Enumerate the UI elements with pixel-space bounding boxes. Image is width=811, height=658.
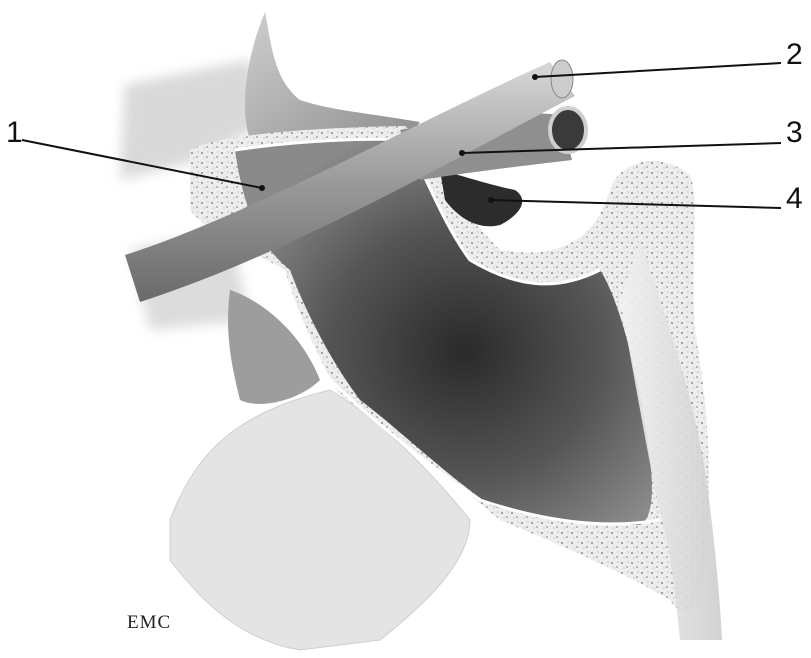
superior-process xyxy=(245,12,420,150)
point-2 xyxy=(532,74,538,80)
leader-line-3 xyxy=(461,142,782,154)
callout-label-2: 2 xyxy=(786,38,803,71)
leader-line-4 xyxy=(490,199,782,209)
posterior-recess xyxy=(440,170,523,227)
callout-label-3: 3 xyxy=(786,116,803,149)
central-cavity xyxy=(235,139,652,526)
point-3 xyxy=(459,150,465,156)
leader-line-2 xyxy=(534,62,782,78)
publisher-watermark: EMC xyxy=(127,612,172,633)
vessel-lumen xyxy=(548,106,588,154)
main-vessel-end xyxy=(550,59,574,99)
point-1 xyxy=(259,185,265,191)
point-4 xyxy=(488,197,494,203)
descending-shaft xyxy=(620,240,722,640)
leader-line-1 xyxy=(21,139,263,189)
leader-points xyxy=(259,74,538,203)
lower-soft-tissue xyxy=(169,389,471,651)
main-vessel xyxy=(125,62,575,302)
cavity-rim-lower xyxy=(268,264,661,526)
leader-lines xyxy=(21,62,782,209)
callout-label-4: 4 xyxy=(786,182,803,215)
callout-label-1: 1 xyxy=(6,116,23,149)
cavity-rim xyxy=(234,137,601,286)
left-soft-tissue xyxy=(228,290,320,404)
